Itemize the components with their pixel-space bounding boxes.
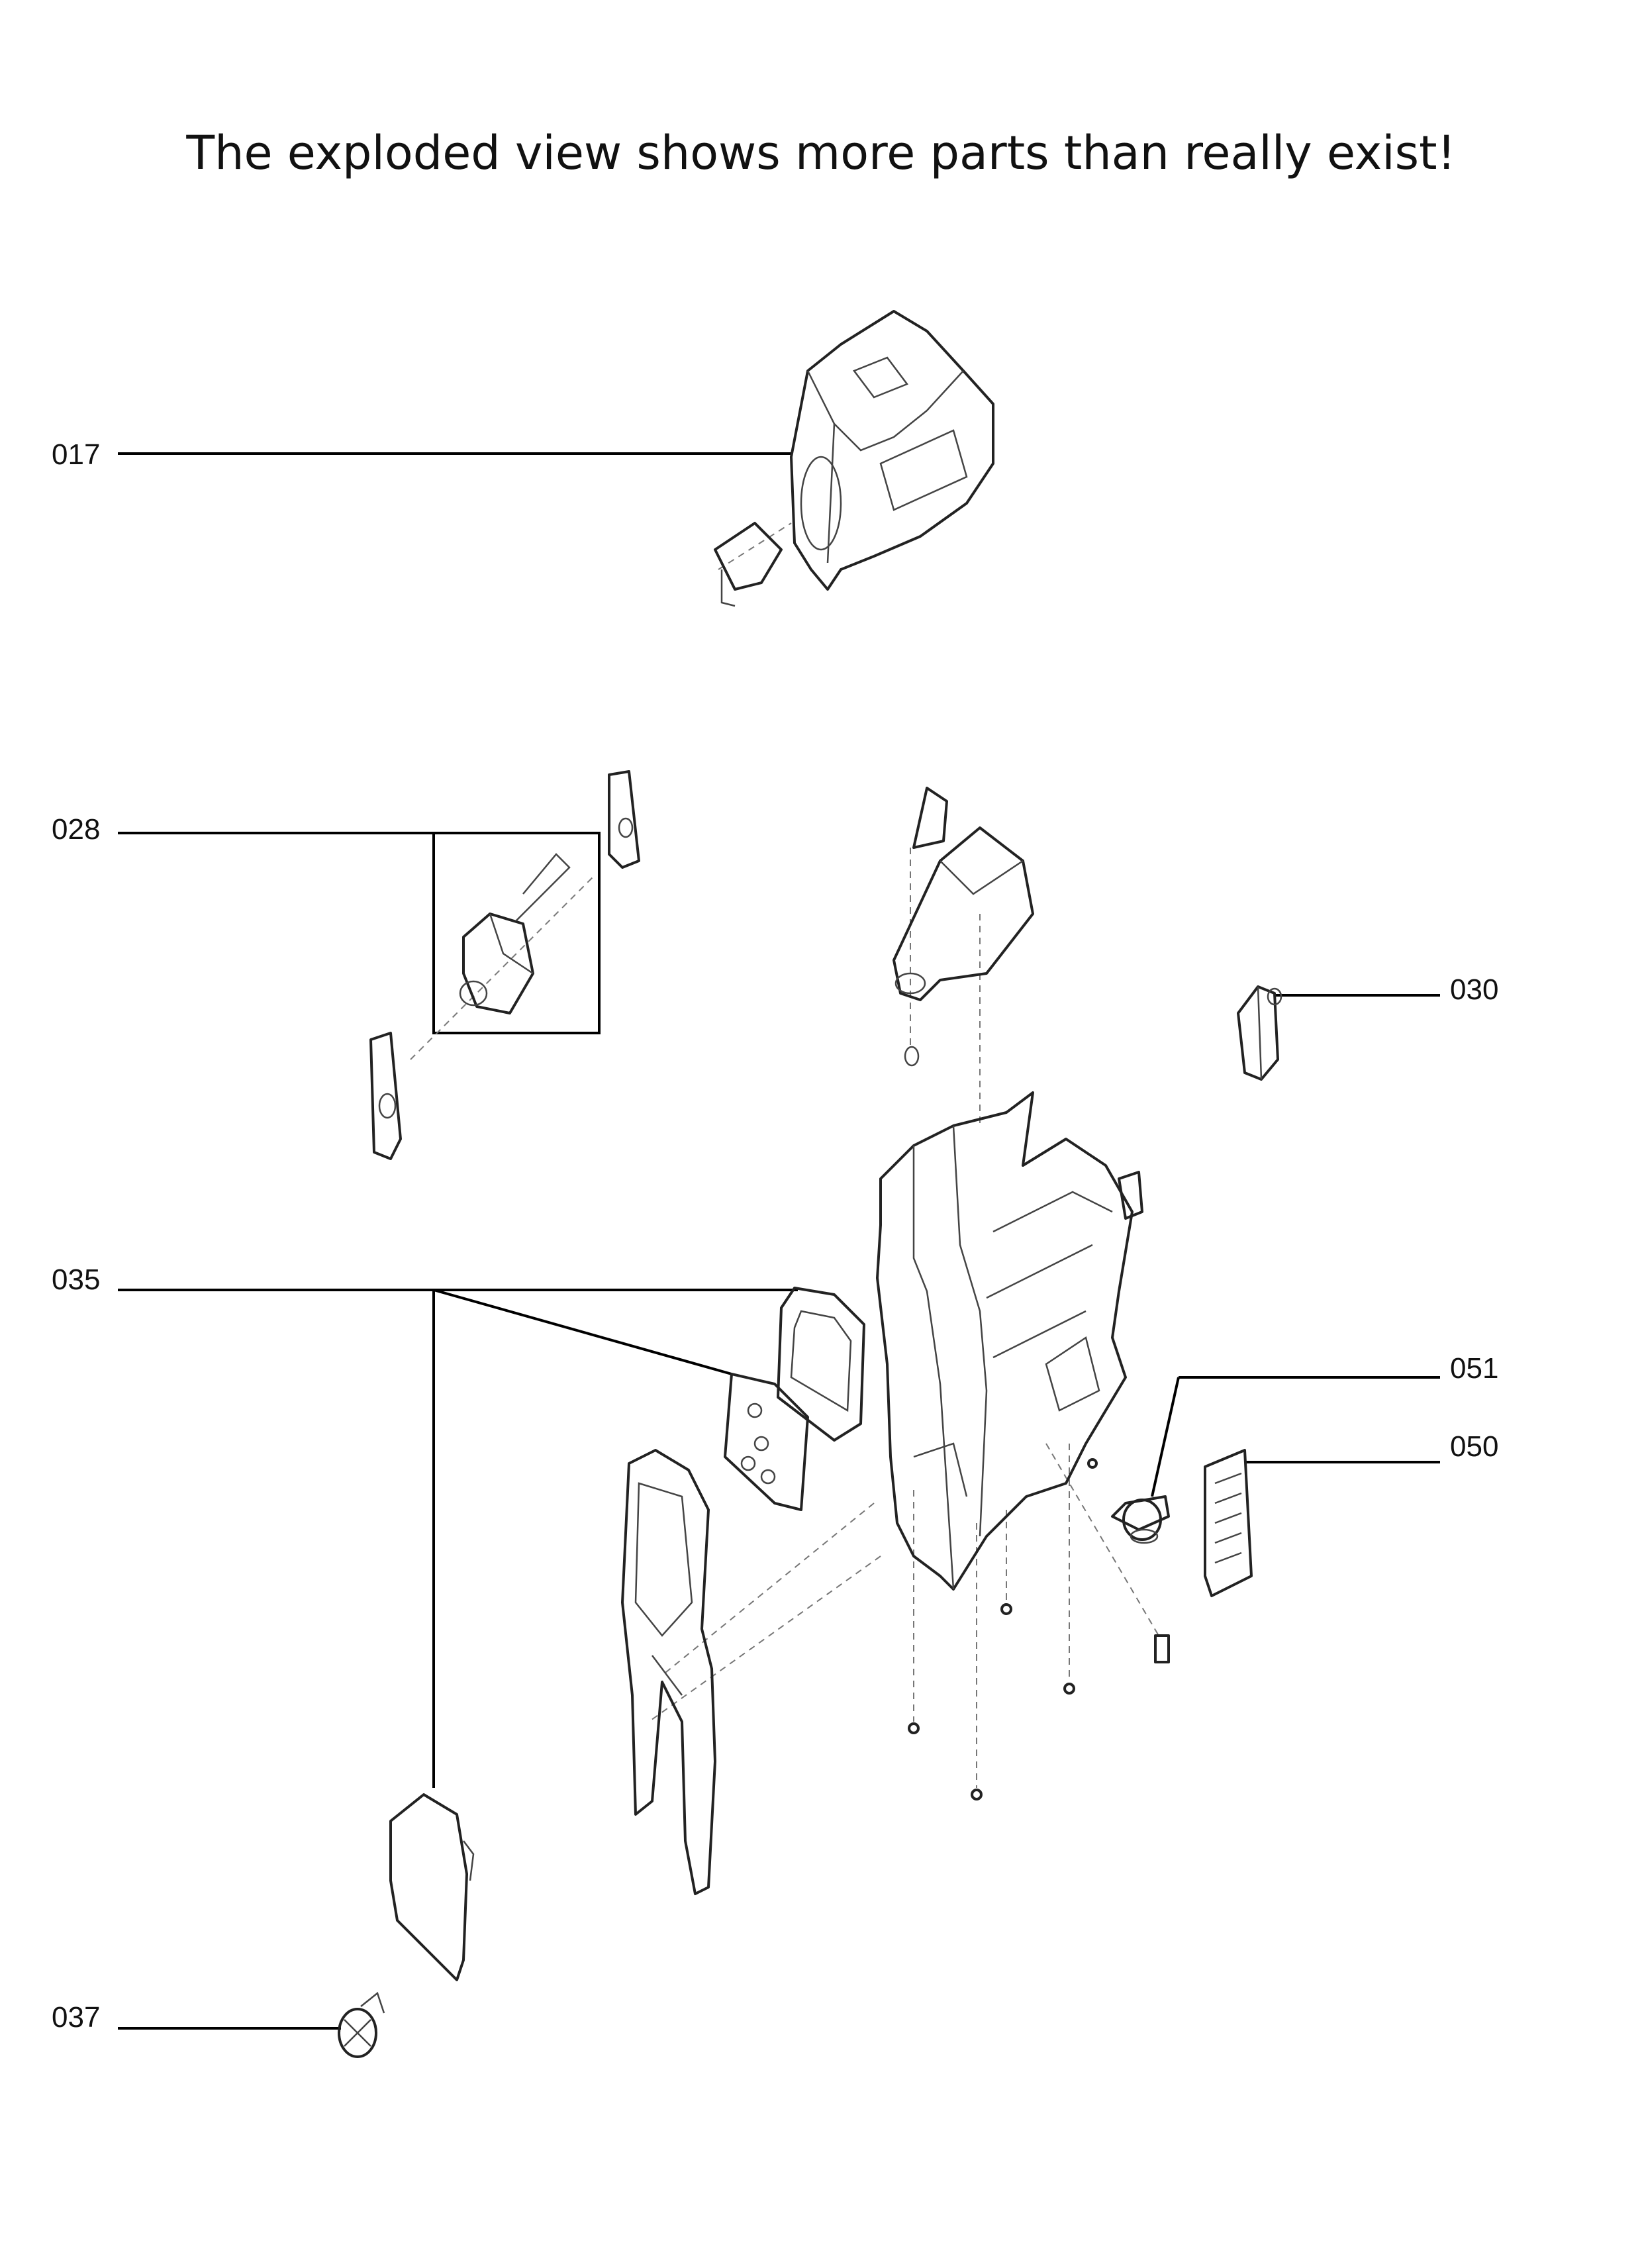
- part-035-front-cover: [621, 1449, 716, 1895]
- label-051: 051: [1450, 1352, 1499, 1385]
- part-035-back-plate: [389, 1793, 475, 1981]
- leader-051-b: [1151, 1377, 1180, 1497]
- part-028-pump: [369, 770, 640, 1160]
- label-017: 017: [52, 438, 101, 471]
- screw-4: [1063, 1683, 1075, 1695]
- screw-2: [971, 1789, 983, 1800]
- part-030-switch: [1237, 985, 1282, 1081]
- screw-3: [1000, 1603, 1012, 1615]
- diagram-title: The exploded view shows more parts than …: [186, 126, 1456, 180]
- leader-035-b: [433, 1289, 732, 1375]
- part-valve-block: [893, 787, 1034, 1067]
- part-035-gasket: [777, 1287, 865, 1442]
- assembly-lines: [410, 522, 1159, 1788]
- label-037: 037: [52, 2001, 101, 2034]
- screw-6: [1154, 1634, 1170, 1663]
- part-037-knob: [338, 1991, 385, 2058]
- part-017-module: [714, 310, 994, 607]
- label-028: 028: [52, 813, 101, 846]
- part-035-plate: [724, 1373, 809, 1511]
- part-028-bracket-bottom: [369, 1032, 402, 1160]
- leader-lines: [118, 452, 1440, 2030]
- label-050: 050: [1450, 1430, 1499, 1463]
- part-017-cover: [714, 522, 783, 591]
- screw-1: [908, 1722, 920, 1734]
- screws: [908, 1458, 1170, 1800]
- label-030: 030: [1450, 973, 1499, 1006]
- screw-5: [1087, 1458, 1098, 1469]
- label-035: 035: [52, 1263, 101, 1296]
- part-028-bracket-top: [608, 770, 640, 869]
- small-clip: [1118, 1171, 1143, 1220]
- main-housing: [876, 1091, 1143, 1591]
- part-051-flowmeter: [1111, 1495, 1170, 1544]
- leader-028-box: [432, 832, 601, 1034]
- part-050-board: [1204, 1449, 1253, 1597]
